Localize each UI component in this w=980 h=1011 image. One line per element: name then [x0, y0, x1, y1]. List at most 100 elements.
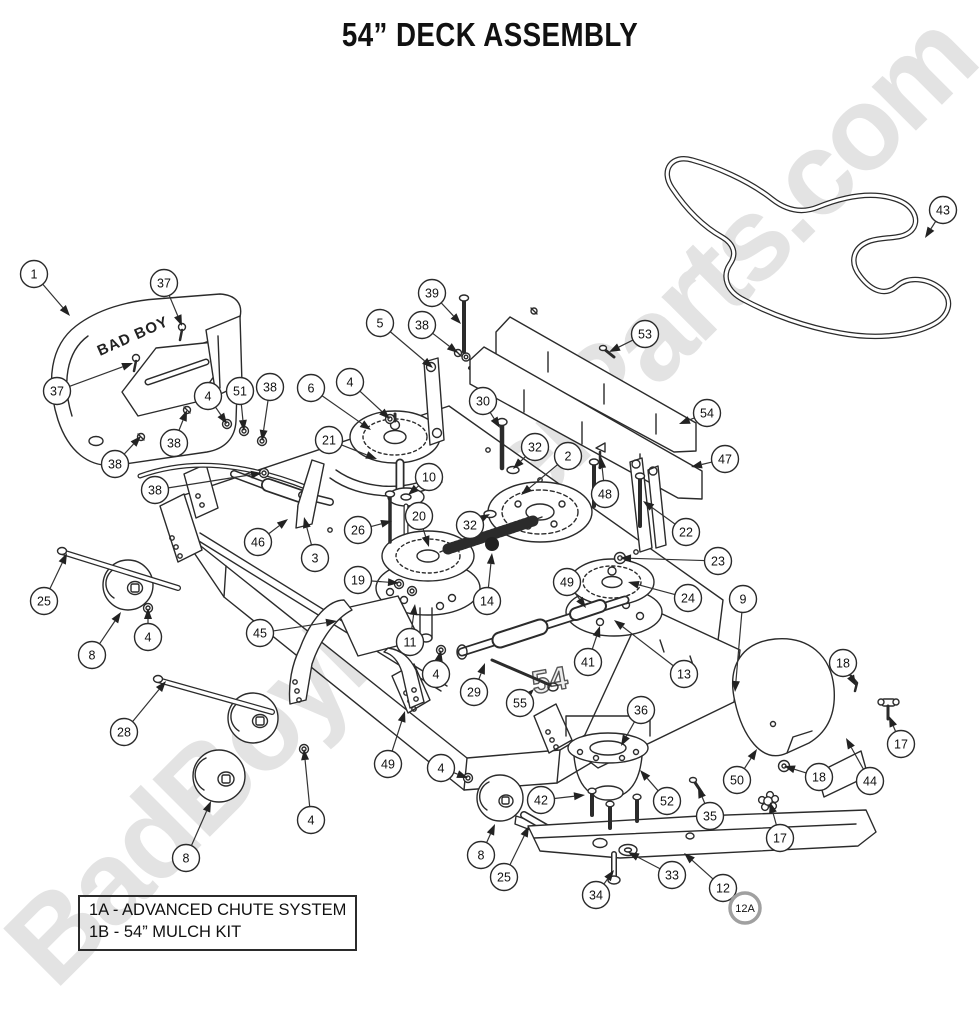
callout-number-38: 38 [167, 437, 181, 451]
callout-number-4: 4 [205, 390, 212, 404]
callout-balloon-49: 49 [375, 751, 402, 778]
callout-number-18: 18 [812, 771, 826, 785]
callout-balloon-8: 8 [79, 642, 106, 669]
callout-balloon-20: 20 [406, 503, 433, 530]
callout-balloon-2: 2 [555, 443, 582, 470]
callout-arrowhead-8 [487, 824, 495, 836]
callout-number-4: 4 [438, 762, 445, 776]
callout-balloon-24: 24 [675, 585, 702, 612]
callout-leader-8 [100, 621, 115, 644]
callout-number-8: 8 [89, 649, 96, 663]
callout-arrowhead-50 [748, 749, 757, 760]
callout-number-51: 51 [233, 385, 247, 399]
callout-arrowhead-49 [398, 711, 406, 723]
callout-number-19: 19 [351, 574, 365, 588]
callout-arrowhead-53 [609, 344, 621, 352]
callout-balloon-4: 4 [135, 624, 162, 651]
callout-balloon-53: 53 [632, 321, 659, 348]
callout-balloon-11: 11 [397, 629, 424, 656]
callout-balloon-38: 38 [161, 430, 188, 457]
callout-leader-12 [692, 860, 713, 879]
callout-number-28: 28 [117, 726, 131, 740]
callout-number-21: 21 [322, 434, 336, 448]
callout-number-41: 41 [581, 656, 595, 670]
callout-balloon-25: 25 [31, 588, 58, 615]
callout-leader-35 [702, 797, 705, 803]
callout-number-22: 22 [679, 526, 693, 540]
callout-balloon-18: 18 [806, 764, 833, 791]
callout-number-2: 2 [565, 450, 572, 464]
callout-number-20: 20 [412, 510, 426, 524]
callout-balloon-13: 13 [671, 661, 698, 688]
callout-number-33: 33 [665, 869, 679, 883]
callout-balloon-18: 18 [830, 650, 857, 677]
callout-balloon-38: 38 [102, 451, 129, 478]
callout-balloon-22: 22 [673, 519, 700, 546]
callout-leader-4 [305, 760, 310, 807]
callout-balloon-23: 23 [705, 548, 732, 575]
callout-balloon-17: 17 [888, 731, 915, 758]
callout-balloon-45: 45 [247, 620, 274, 647]
callout-leader-4 [360, 391, 382, 411]
callout-number-54: 54 [700, 407, 714, 421]
callout-leader-48 [602, 468, 603, 481]
callout-number-52: 52 [660, 795, 674, 809]
callout-leader-52 [647, 778, 658, 791]
callout-number-32: 32 [528, 441, 542, 455]
callout-balloon-35: 35 [697, 803, 724, 830]
callout-balloon-19: 19 [345, 567, 372, 594]
callout-leader-8 [191, 811, 206, 846]
callout-balloon-44: 44 [857, 768, 884, 795]
callout-number-4: 4 [433, 668, 440, 682]
callout-leader-38 [264, 400, 268, 430]
callout-balloon-32: 32 [522, 434, 549, 461]
page-title: 54” DECK ASSEMBLY [342, 16, 638, 54]
callout-balloon-32: 32 [457, 512, 484, 539]
callout-number-37: 37 [157, 277, 171, 291]
callout-number-12A: 12A [735, 903, 755, 915]
callout-number-38: 38 [148, 484, 162, 498]
callout-balloon-4: 4 [428, 755, 455, 782]
callout-number-26: 26 [351, 524, 365, 538]
callout-arrowhead-30 [491, 417, 500, 428]
callout-leader-43 [931, 221, 936, 228]
callout-leader-17 [893, 726, 895, 731]
callout-number-55: 55 [513, 697, 527, 711]
callout-balloon-43: 43 [930, 197, 957, 224]
callout-number-10: 10 [422, 471, 436, 485]
callout-balloon-36: 36 [628, 697, 655, 724]
callout-number-36: 36 [634, 704, 648, 718]
callout-balloon-5: 5 [367, 310, 394, 337]
callout-balloon-49: 49 [554, 569, 581, 596]
callout-leader-33 [638, 857, 660, 869]
callout-number-4: 4 [308, 814, 315, 828]
callout-arrowhead-8 [203, 801, 211, 813]
callout-balloon-25: 25 [491, 864, 518, 891]
callout-balloon-54: 54 [694, 400, 721, 427]
callout-number-17: 17 [773, 832, 787, 846]
callout-balloon-6: 6 [298, 375, 325, 402]
callout-balloon-34: 34 [583, 882, 610, 909]
callout-balloon-51: 51 [227, 378, 254, 405]
callout-arrowhead-42 [574, 792, 585, 800]
callout-arrowhead-8 [112, 612, 121, 623]
callout-number-44: 44 [863, 775, 877, 789]
callout-number-32: 32 [463, 519, 477, 533]
callout-number-34: 34 [589, 889, 603, 903]
callout-number-37: 37 [50, 385, 64, 399]
callout-number-1: 1 [31, 268, 38, 282]
callout-arrowhead-38 [447, 343, 458, 353]
callout-balloon-48: 48 [592, 481, 619, 508]
callout-number-11: 11 [404, 636, 417, 650]
callout-leader-25 [50, 563, 62, 589]
callout-leader-6 [322, 396, 362, 424]
callout-balloon-17: 17 [767, 825, 794, 852]
callout-leader-39 [441, 303, 453, 316]
callout-number-47: 47 [718, 453, 732, 467]
blades-drawing [515, 810, 876, 884]
callout-leader-18 [794, 769, 806, 773]
callout-number-38: 38 [108, 458, 122, 472]
callout-leader-53 [619, 340, 633, 347]
callout-number-49: 49 [560, 576, 574, 590]
callout-balloon-28: 28 [111, 719, 138, 746]
